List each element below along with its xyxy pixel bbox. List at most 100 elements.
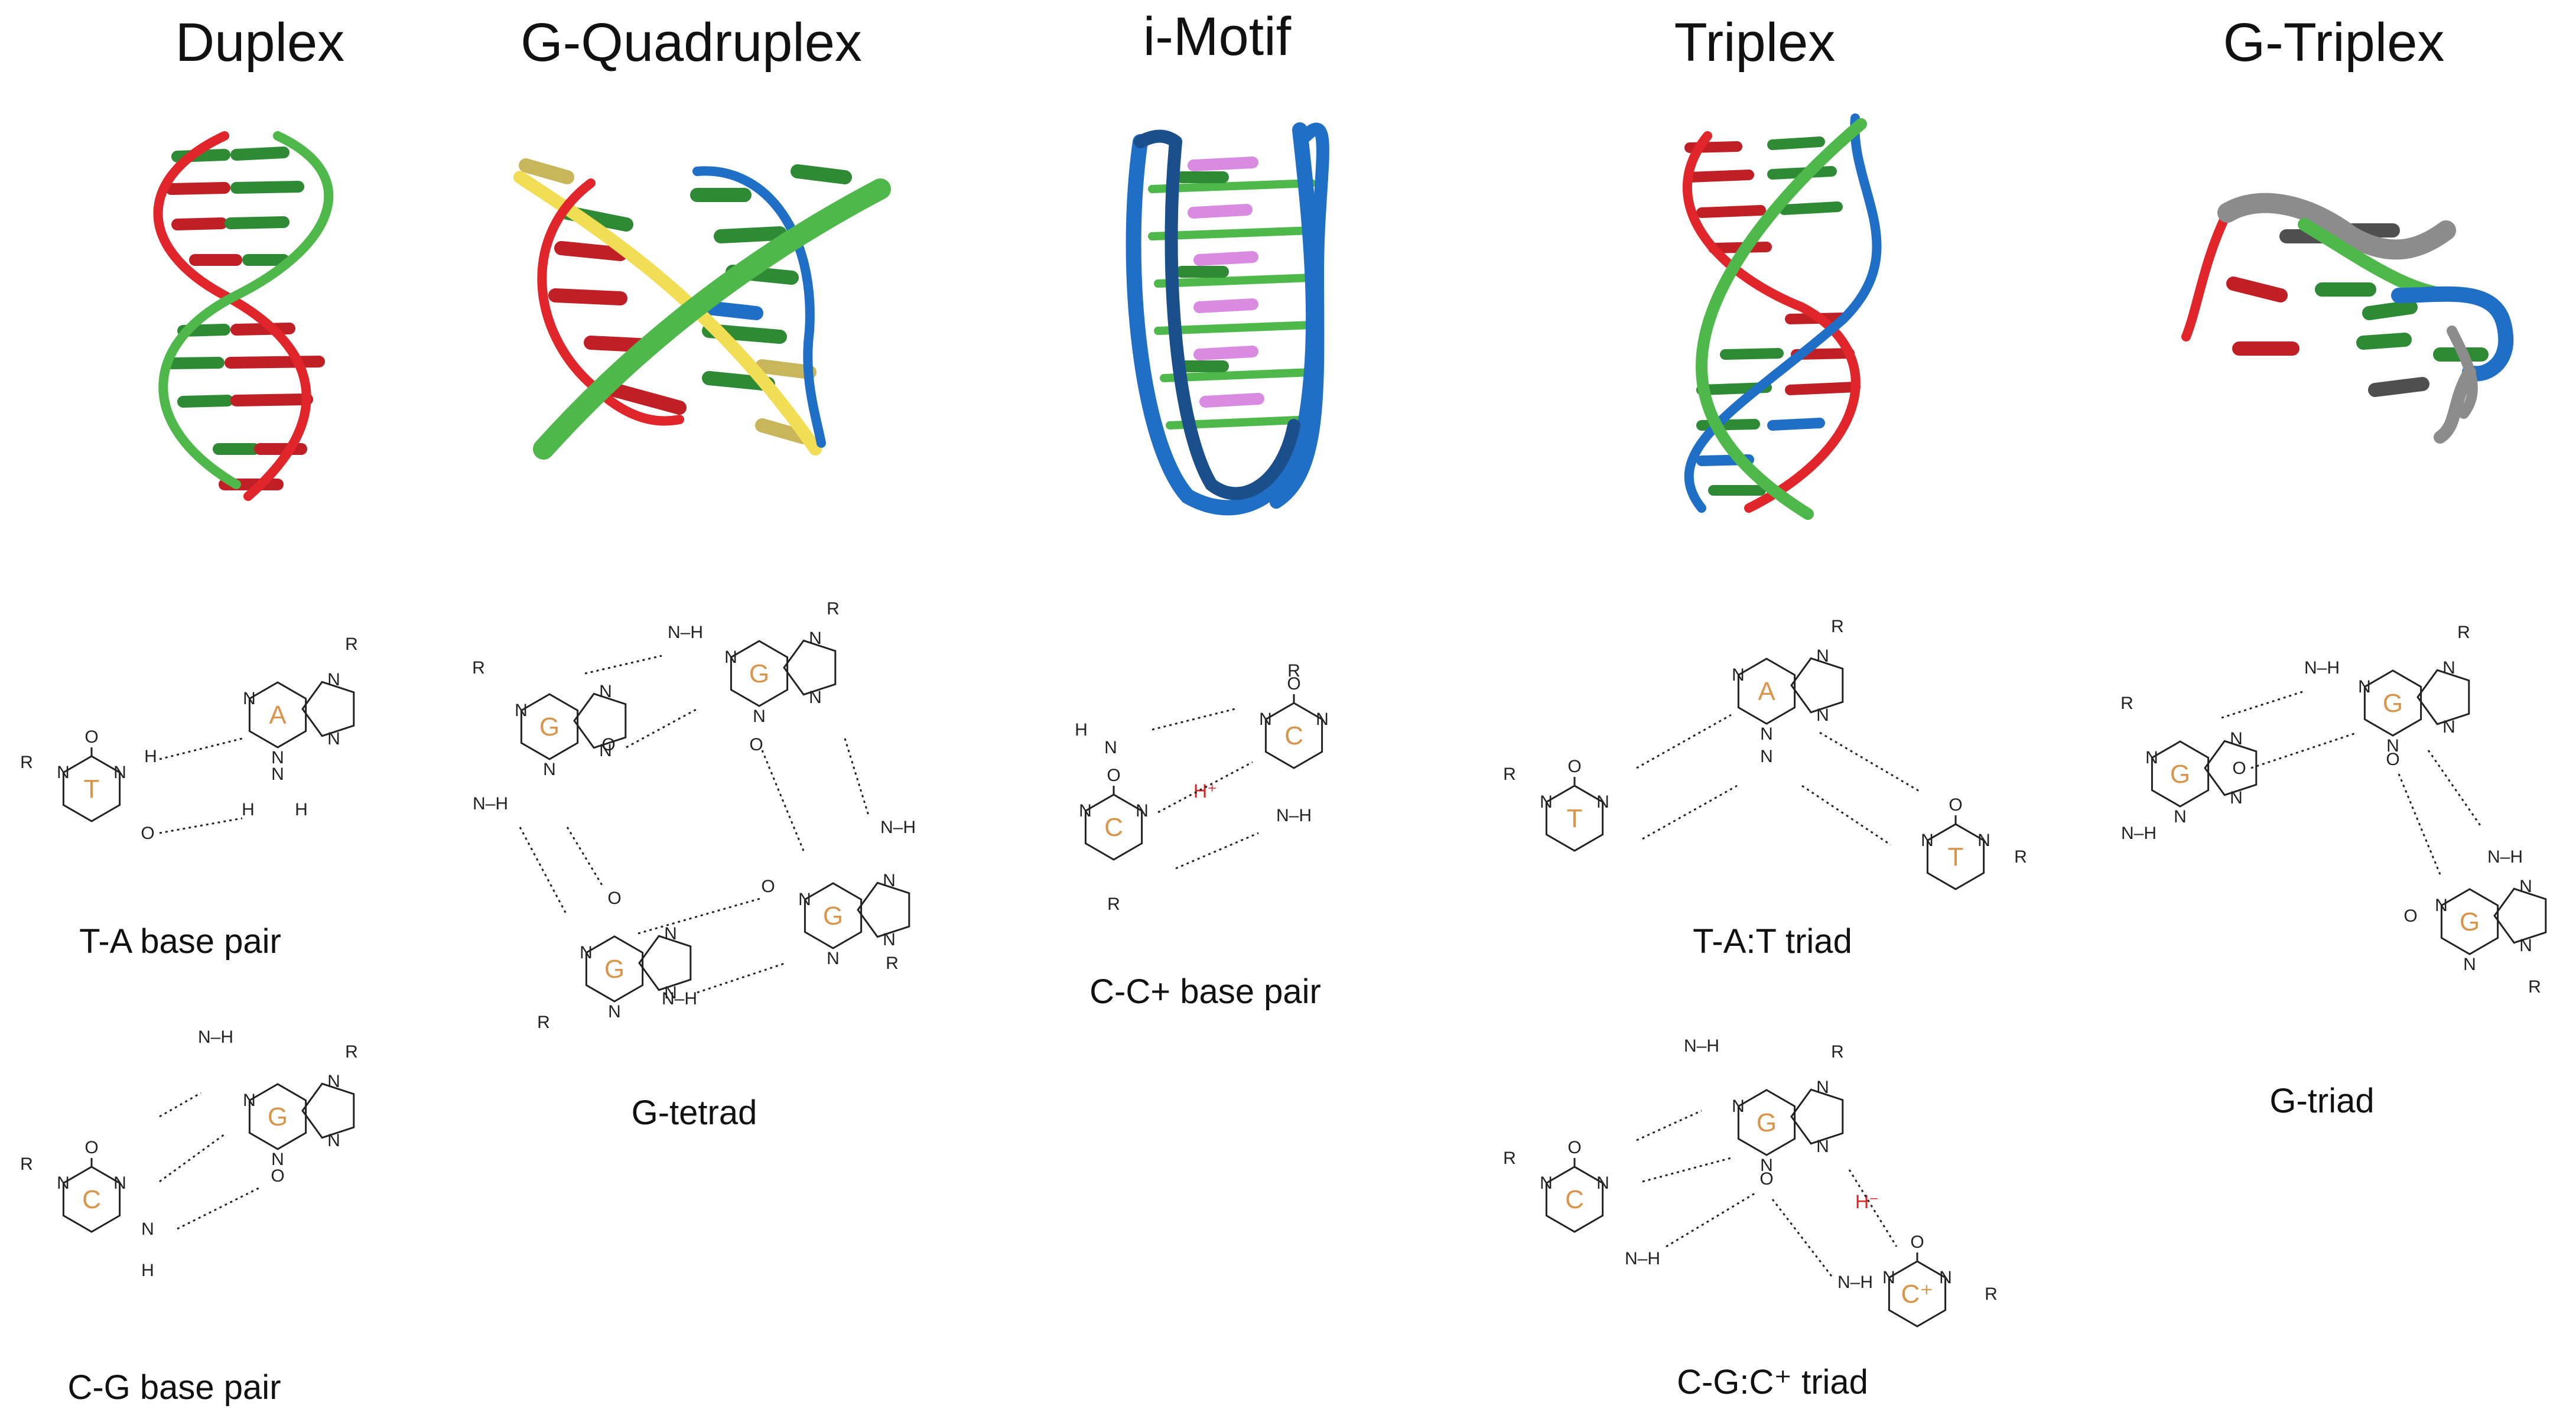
i-motif-cytosine-b-h: H xyxy=(1075,720,1088,740)
tetrad-g2-o: O xyxy=(749,735,763,754)
triad-adenine-ring5 xyxy=(1790,657,1844,714)
cg-triad-cytosine-plus-letter: C⁺ xyxy=(1901,1280,1934,1309)
hydrogen-bond xyxy=(1157,761,1253,814)
duplex-adenine-h1: H xyxy=(242,800,255,819)
tetrad-g3-n3: N xyxy=(608,1002,621,1021)
t-a-t-triad-caption: T-A:T triad xyxy=(1693,922,1852,961)
g-triad-g1-o6: O xyxy=(2232,759,2246,778)
g-triad-g2-o6: O xyxy=(2386,750,2399,769)
duplex-base-pairs xyxy=(165,147,325,490)
duplex-guanine-n3: N xyxy=(271,1150,284,1169)
tetrad-g2-n3: N xyxy=(753,707,766,726)
tetrad-g4-ring5 xyxy=(857,881,910,938)
duplex-cytosine-n4: N xyxy=(141,1219,154,1239)
tetrad-g4-r: R xyxy=(886,954,899,973)
duplex-cytosine-ring xyxy=(62,1166,121,1233)
triad-adenine-n1: N xyxy=(1732,665,1745,685)
tetrad-g4-n7: N xyxy=(883,871,896,890)
tetrad-g1-n9: N xyxy=(599,741,612,760)
duplex-thymine-o2: O xyxy=(84,727,98,747)
hydrogen-bond xyxy=(1636,714,1732,769)
tetrad-g4-letter: G xyxy=(823,902,843,931)
triad-thymine-wc-n1: N xyxy=(1540,792,1553,812)
cg-triad-proton: H⁻ xyxy=(1855,1191,1879,1212)
g-triad-g3-n7: N xyxy=(2519,877,2532,896)
hydrogen-bond xyxy=(159,817,243,834)
g-triad-g2-r: R xyxy=(2457,623,2470,642)
duplex-green-strand xyxy=(158,131,334,489)
g-quadruplex-title: G-Quadruplex xyxy=(521,12,862,73)
hydrogen-bond xyxy=(1152,708,1235,731)
hydrogen-bond xyxy=(1819,731,1921,793)
g-triad-g2-n1: N xyxy=(2358,677,2371,697)
g-triad-g2-n3: N xyxy=(2386,736,2399,756)
g-triad-g3-ring5 xyxy=(2493,887,2547,944)
t-a-base-pair-caption: T-A base pair xyxy=(79,922,281,961)
tetrad-g2-n7: N xyxy=(809,629,822,648)
triplex-green-strand xyxy=(1695,118,1867,520)
g-triad-g1-n2: N–H xyxy=(2121,824,2157,843)
g-triplex-grey-tail xyxy=(2434,366,2476,444)
g-triad-caption: G-triad xyxy=(2269,1082,2375,1120)
triad-thymine-hg-n1: N xyxy=(1921,831,1934,850)
g-quadruplex-blue-strand xyxy=(692,166,826,448)
cg-triad-guanine-ring6 xyxy=(1737,1089,1796,1156)
g-triad-g3-n9: N xyxy=(2519,936,2532,955)
i-motif-top-loop xyxy=(1134,129,1182,148)
hydrogen-bond xyxy=(159,737,243,760)
g-triad-g2-ring5 xyxy=(2416,669,2470,725)
g-triad-g1-ring5 xyxy=(2204,740,2258,796)
duplex-cytosine-r: R xyxy=(20,1154,33,1174)
i-motif-cytosine-b-r: R xyxy=(1107,894,1120,914)
tetrad-g3-n7: N xyxy=(664,924,677,943)
cg-triad-cytosine-plus-r: R xyxy=(1985,1284,1998,1304)
duplex-adenine-r: R xyxy=(345,635,358,654)
tetrad-g2-n9: N xyxy=(809,688,822,707)
triad-adenine-ring6 xyxy=(1737,658,1796,725)
duplex-cytosine-letter: C xyxy=(82,1185,101,1214)
cg-triad-guanine-ring5 xyxy=(1790,1088,1844,1145)
i-motif-cytosine-a-n3: N xyxy=(1316,710,1329,729)
duplex-adenine-n6: N xyxy=(271,764,284,784)
i-motif-cytosine-b-n3: N xyxy=(1136,801,1149,821)
duplex-guanine-n1: N xyxy=(243,1091,256,1110)
triad-thymine-hg-ring xyxy=(1926,823,1985,890)
duplex-red-strand xyxy=(153,131,311,501)
i-motif-cytosine-b-n4: N xyxy=(1104,738,1117,757)
cg-triad-cytosine-plus-n4: N–H xyxy=(1837,1273,1873,1292)
cg-triad-cytosine-plus-o2: O xyxy=(1910,1232,1924,1252)
duplex-thymine-o4: O xyxy=(141,824,154,843)
hydrogen-bond xyxy=(2427,750,2483,828)
tetrad-g4-ring6 xyxy=(804,882,863,949)
cg-triad-guanine-letter: G xyxy=(1757,1108,1777,1137)
duplex-guanine-o6: O xyxy=(271,1166,284,1186)
g-triad-g3-letter: G xyxy=(2460,907,2480,936)
i-motif-cytosine-a-ring xyxy=(1264,702,1323,769)
hydrogen-bond xyxy=(1636,1110,1702,1141)
duplex-guanine-ring6 xyxy=(248,1083,307,1150)
g-triplex-drawing xyxy=(2181,193,2514,444)
duplex-thymine-h: H xyxy=(144,747,157,766)
tetrad-g3-r: R xyxy=(537,1013,550,1032)
duplex-guanine-n7: N xyxy=(327,1072,340,1091)
triad-adenine-n3: N xyxy=(1760,724,1773,744)
tetrad-g1-ring6 xyxy=(520,693,579,760)
tetrad-g2-n2: N–H xyxy=(668,623,703,642)
i-motif-bases xyxy=(1148,157,1316,430)
hydrogen-bond xyxy=(566,827,604,887)
triad-adenine-n9: N xyxy=(1816,705,1829,725)
g-tetrad-caption: G-tetrad xyxy=(631,1094,757,1132)
duplex-adenine-n9: N xyxy=(327,729,340,749)
cg-triad-cytosine-plus-n3: N xyxy=(1939,1268,1952,1287)
i-motif-cytosine-b-o2: O xyxy=(1107,766,1120,785)
triad-adenine-r: R xyxy=(1831,617,1844,636)
tetrad-g3-n2: N–H xyxy=(662,989,697,1008)
cg-triad-guanine-n2: N–H xyxy=(1684,1036,1719,1056)
g-triad-g1-n9: N xyxy=(2230,788,2243,808)
g-triad-g2-letter: G xyxy=(2383,689,2403,718)
duplex-thymine-letter: T xyxy=(84,775,100,803)
triad-thymine-hg-o2: O xyxy=(1949,795,1962,815)
cg-triad-cytosine-ring xyxy=(1545,1166,1604,1233)
